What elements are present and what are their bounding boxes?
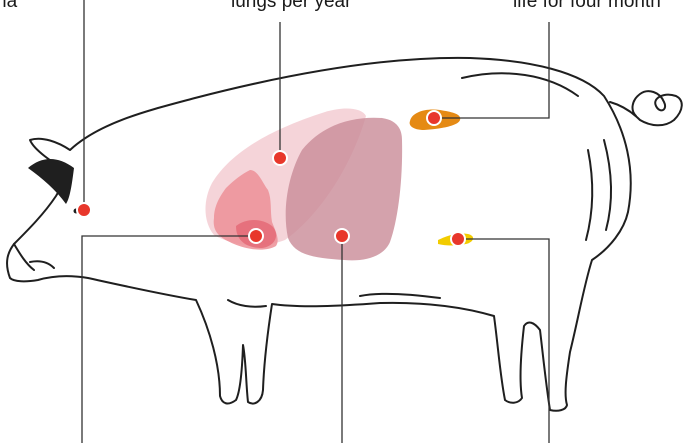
marker-heart[interactable]: [249, 229, 263, 243]
leader-line-liver: [434, 22, 549, 118]
marker-lungs-upper[interactable]: [273, 151, 287, 165]
pig-ear-icon: [28, 159, 74, 204]
caption-top-right: life for four month: [513, 0, 661, 13]
pig-belly-crease: [360, 294, 440, 298]
pig-tail: [610, 91, 682, 125]
pig-snout-line: [14, 244, 34, 270]
marker-eye[interactable]: [77, 203, 91, 217]
caption-top-left: na: [0, 0, 17, 13]
marker-lungs-lower[interactable]: [335, 229, 349, 243]
pig-rump-crease-2: [586, 150, 592, 240]
leader-line-kidney: [458, 239, 549, 443]
marker-liver[interactable]: [427, 111, 441, 125]
pig-rump-crease-1: [604, 140, 611, 230]
caption-top-center: lungs per year: [231, 0, 351, 13]
pig-mouth-line: [30, 261, 54, 268]
marker-kidney[interactable]: [451, 232, 465, 246]
leader-line-heart: [82, 236, 256, 443]
pig-back-crease: [462, 73, 578, 96]
pig-front-leg-crease: [228, 300, 266, 307]
